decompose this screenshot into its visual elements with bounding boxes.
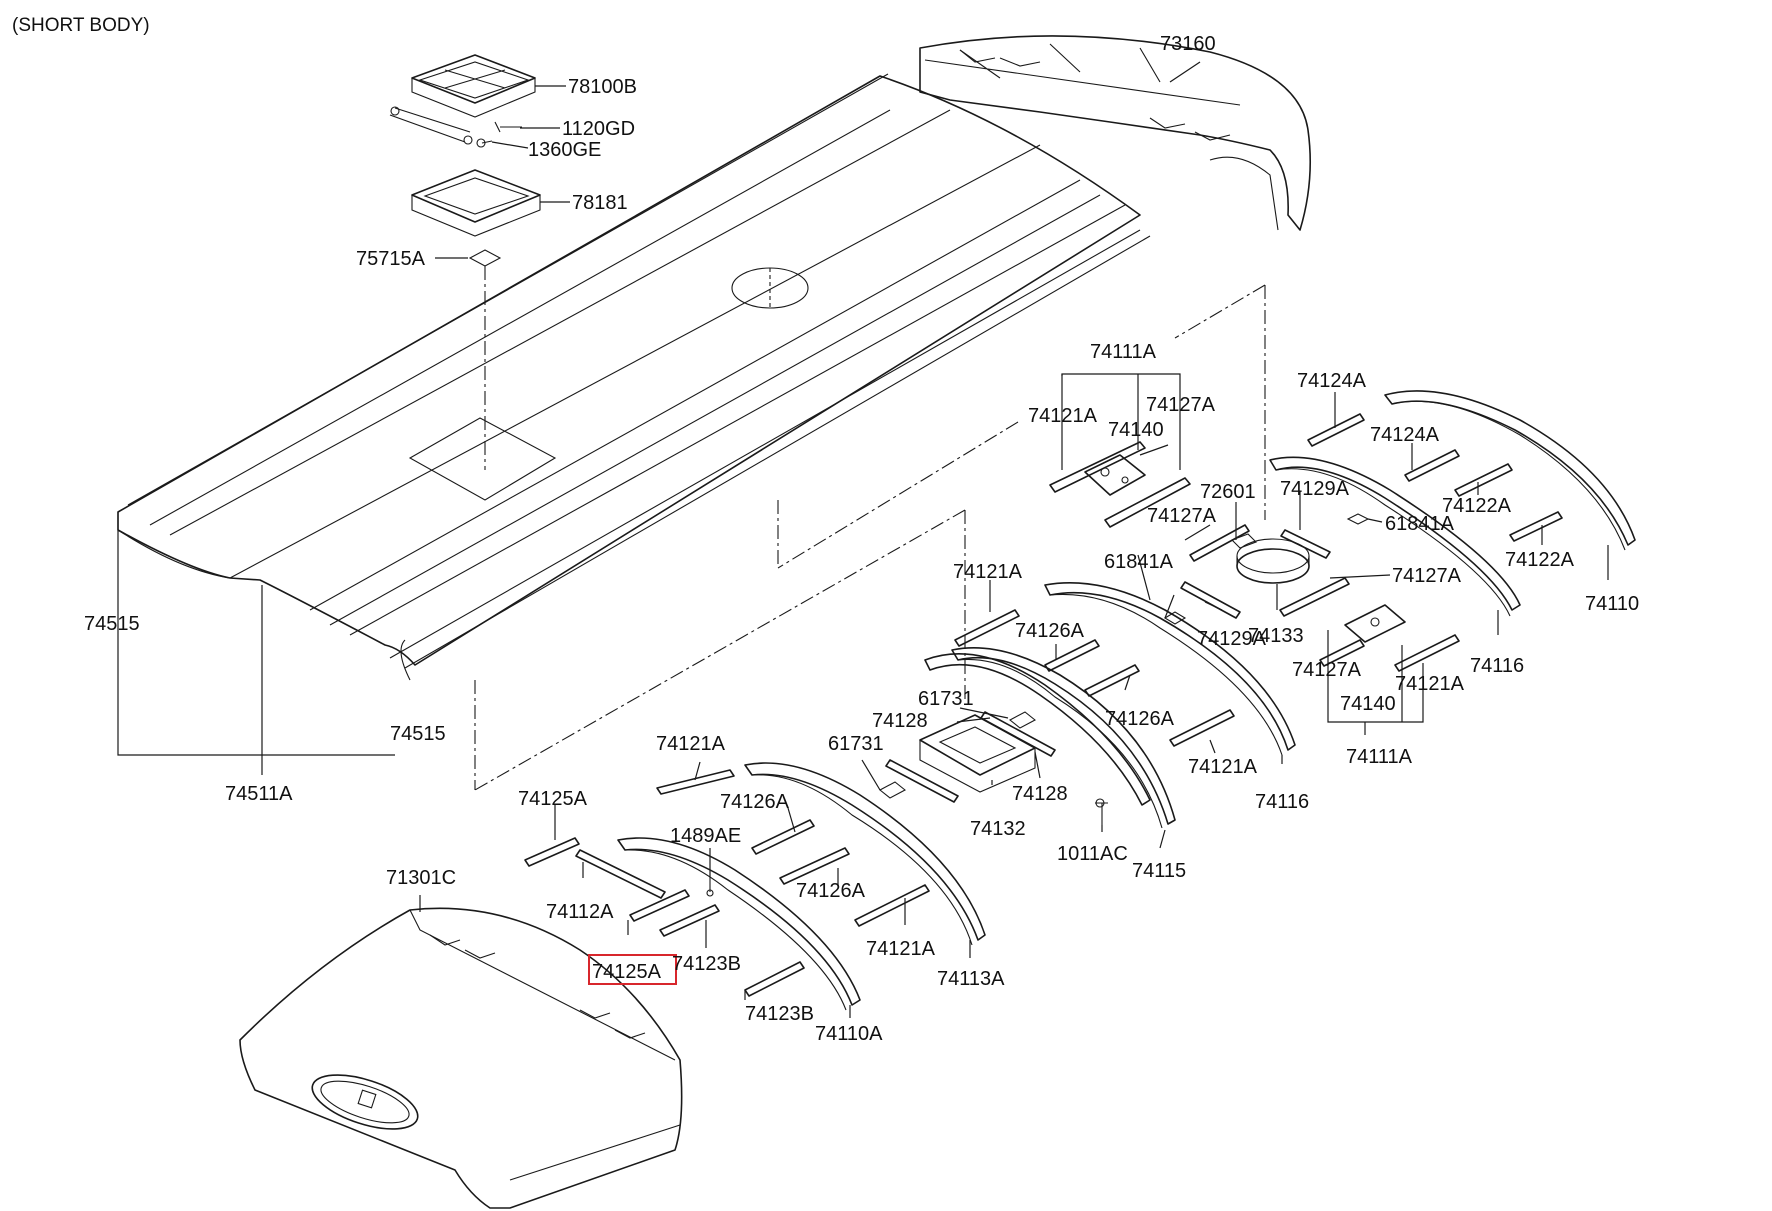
part-label[interactable]: 73160 [1160, 33, 1216, 55]
part-label[interactable]: 61731 [828, 733, 884, 755]
part-label[interactable]: 1120GD [562, 118, 635, 140]
part-label[interactable]: 71301C [386, 867, 456, 889]
part-labels: 73160 78100B 1120GD 1360GE 78181 75715A … [84, 33, 1639, 1045]
diagram-header: (SHORT BODY) [12, 15, 150, 36]
part-label[interactable]: 74121A [656, 733, 726, 755]
part-label[interactable]: 74116 [1470, 655, 1524, 677]
rear-roof-cap [919, 35, 1311, 231]
roof-vent-assembly [389, 54, 541, 470]
part-label[interactable]: 74121A [953, 561, 1023, 583]
part-label[interactable]: 74126A [1105, 708, 1175, 730]
part-label[interactable]: 61841A [1104, 551, 1174, 573]
part-label[interactable]: 74127A [1147, 505, 1217, 527]
part-label[interactable]: 74132 [970, 818, 1026, 840]
part-label[interactable]: 74126A [1015, 620, 1085, 642]
part-label[interactable]: 74123B [745, 1003, 814, 1025]
part-label[interactable]: 61841A [1385, 513, 1455, 535]
part-label[interactable]: 74128 [872, 710, 928, 732]
part-label[interactable]: 74122A [1505, 549, 1575, 571]
part-label[interactable]: 74515 [390, 723, 446, 745]
part-label[interactable]: 74127A [1292, 659, 1362, 681]
part-label[interactable]: 74511A [225, 783, 293, 805]
part-label[interactable]: 74127A [1392, 565, 1462, 587]
part-label[interactable]: 74124A [1370, 424, 1440, 446]
part-label[interactable]: 74116 [1255, 791, 1309, 813]
part-label[interactable]: 74121A [1395, 673, 1465, 695]
part-label[interactable]: 74110 [1585, 593, 1639, 615]
part-label[interactable]: 74110A [815, 1023, 883, 1045]
main-roof-panel [117, 73, 1151, 681]
part-label[interactable]: 74112A [546, 901, 614, 923]
part-label[interactable]: 74129A [1280, 478, 1350, 500]
part-label[interactable]: 1489AE [670, 825, 741, 847]
part-label[interactable]: 74122A [1442, 495, 1512, 517]
part-label[interactable]: 74128 [1012, 783, 1068, 805]
part-label[interactable]: 72601 [1200, 481, 1256, 503]
part-label[interactable]: 74140 [1108, 419, 1164, 441]
part-label[interactable]: 74125A [518, 788, 588, 810]
front-roof-cap [239, 907, 683, 1209]
part-label[interactable]: 74121A [1028, 405, 1098, 427]
part-label[interactable]: 74121A [866, 938, 936, 960]
roof-bows-lower [524, 762, 986, 1011]
part-label[interactable]: 74111A [1346, 746, 1413, 768]
part-label[interactable]: 75715A [356, 248, 426, 270]
part-label[interactable]: 74111A [1090, 341, 1157, 363]
leader-lines [117, 61, 1609, 1018]
roof-bows-right [1044, 390, 1636, 756]
part-label[interactable]: 1360GE [528, 139, 601, 161]
part-label[interactable]: 74126A [796, 880, 866, 902]
highlighted-part-box[interactable] [588, 954, 677, 985]
part-label[interactable]: 78181 [572, 192, 628, 214]
part-label[interactable]: 74515 [84, 613, 140, 635]
part-label[interactable]: 74140 [1340, 693, 1396, 715]
assembly-guide-lines [474, 284, 1266, 791]
part-label[interactable]: 61731 [918, 688, 974, 710]
part-label[interactable]: 74121A [1188, 756, 1258, 778]
part-label[interactable]: 74133 [1248, 625, 1304, 647]
part-label-highlighted[interactable]: 74125A [592, 961, 662, 983]
part-label[interactable]: 74124A [1297, 370, 1367, 392]
roof-bows-middle [879, 609, 1235, 829]
bracket-cluster-upper [1049, 441, 1191, 528]
part-label[interactable]: 78100B [568, 76, 637, 98]
part-label[interactable]: 74123B [672, 953, 741, 975]
part-label[interactable]: 1011AC [1057, 843, 1128, 865]
part-label[interactable]: 74127A [1146, 394, 1216, 416]
part-label[interactable]: 74129A [1197, 628, 1267, 650]
part-label[interactable]: 74113A [937, 968, 1005, 990]
part-label[interactable]: 74126A [720, 791, 790, 813]
part-label[interactable]: 74115 [1132, 860, 1186, 882]
